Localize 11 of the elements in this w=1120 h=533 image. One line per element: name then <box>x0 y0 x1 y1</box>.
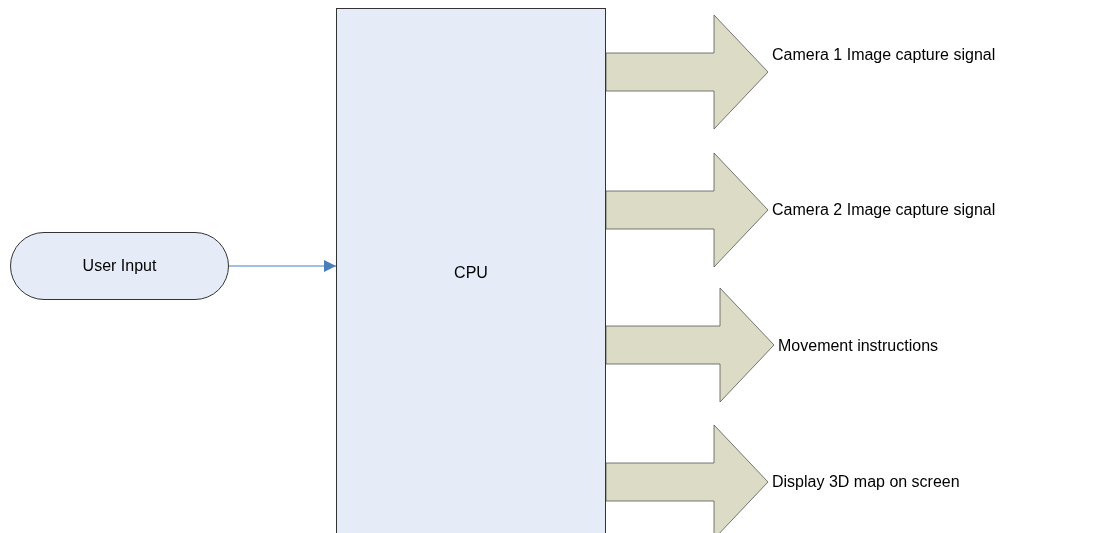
arrow <box>228 260 337 272</box>
block-arrow <box>605 287 775 403</box>
process-box: CPU <box>336 8 606 533</box>
terminal-shape: User Input <box>10 232 229 300</box>
block-arrow <box>605 424 769 533</box>
block-arrow <box>605 152 769 268</box>
output-label: Display 3D map on screen <box>772 469 1112 495</box>
output-label: Camera 1 Image capture signal <box>772 42 1112 68</box>
output-label: Movement instructions <box>778 333 1108 359</box>
block-arrow <box>605 14 769 130</box>
output-label: Camera 2 Image capture signal <box>772 197 1112 223</box>
